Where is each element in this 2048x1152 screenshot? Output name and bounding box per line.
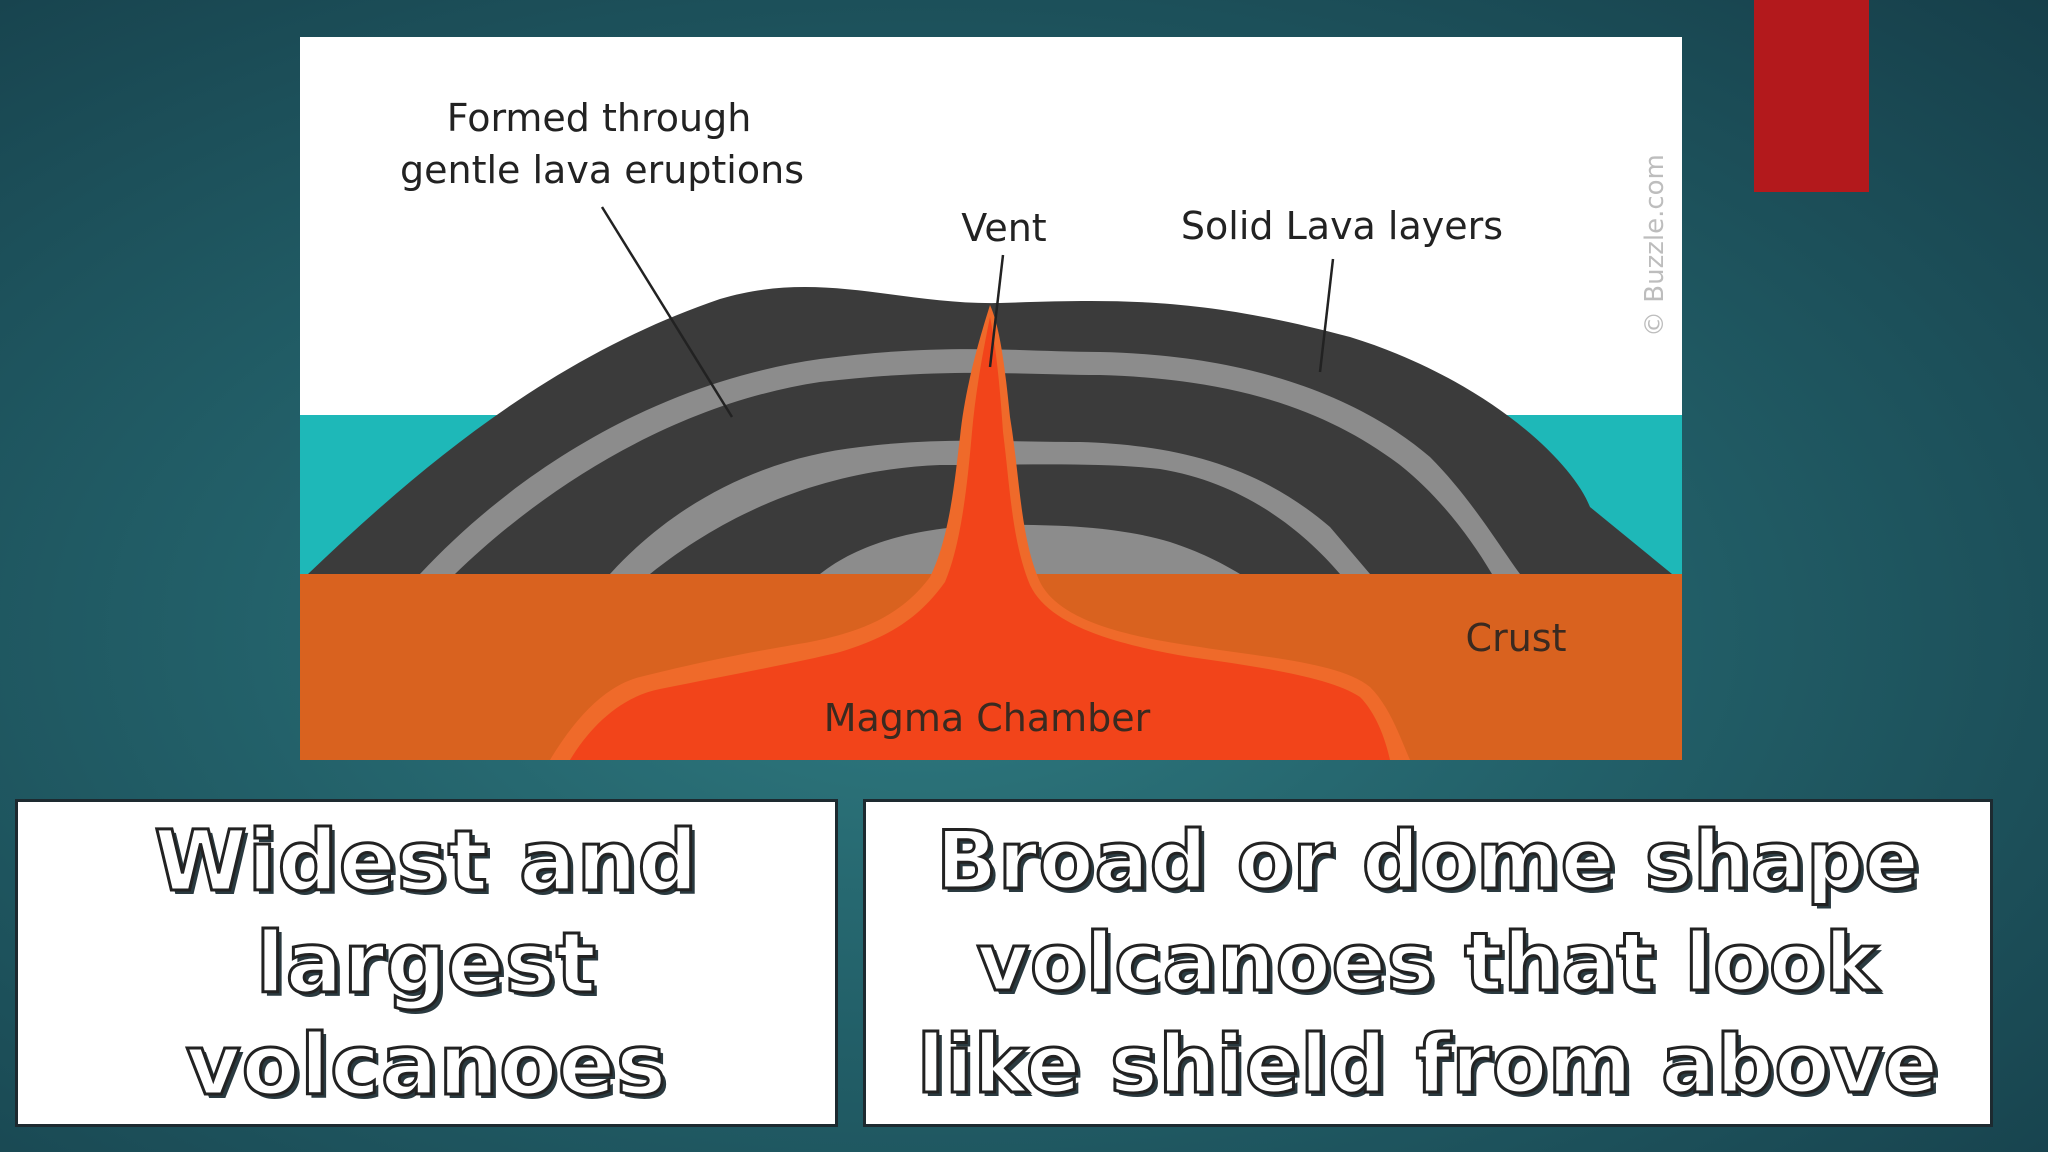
- label-vent: Vent: [961, 206, 1046, 250]
- caption-left-text: Widest and largest volcanoes: [153, 811, 700, 1116]
- label-crust: Crust: [1466, 616, 1567, 660]
- solid-lava-leader-line: [1318, 258, 1335, 373]
- label-magma-chamber: Magma Chamber: [824, 696, 1151, 740]
- caption-right-text: Broad or dome shape volcanoes that look …: [916, 813, 1940, 1113]
- magma-core: [570, 317, 1390, 760]
- shield-volcano-diagram: Formed through gentle lava eruptions Ven…: [300, 37, 1682, 760]
- lava-band-2: [610, 440, 1370, 574]
- vent-leader-line: [988, 254, 1005, 368]
- lava-band-3: [820, 524, 1240, 574]
- label-solid-lava: Solid Lava layers: [1181, 204, 1503, 248]
- diagram-svg: Formed through gentle lava eruptions Ven…: [300, 96, 1682, 760]
- caption-box-left: Widest and largest volcanoes: [15, 799, 838, 1127]
- label-formed-line1: Formed through: [447, 96, 752, 140]
- label-formed-line2: gentle lava eruptions: [400, 148, 804, 192]
- lava-band-1: [420, 349, 1520, 574]
- watermark: © Buzzle.com: [1640, 154, 1670, 337]
- caption-box-right: Broad or dome shape volcanoes that look …: [863, 799, 1993, 1127]
- accent-bar: [1754, 0, 1869, 192]
- formed-leader-line: [600, 206, 734, 418]
